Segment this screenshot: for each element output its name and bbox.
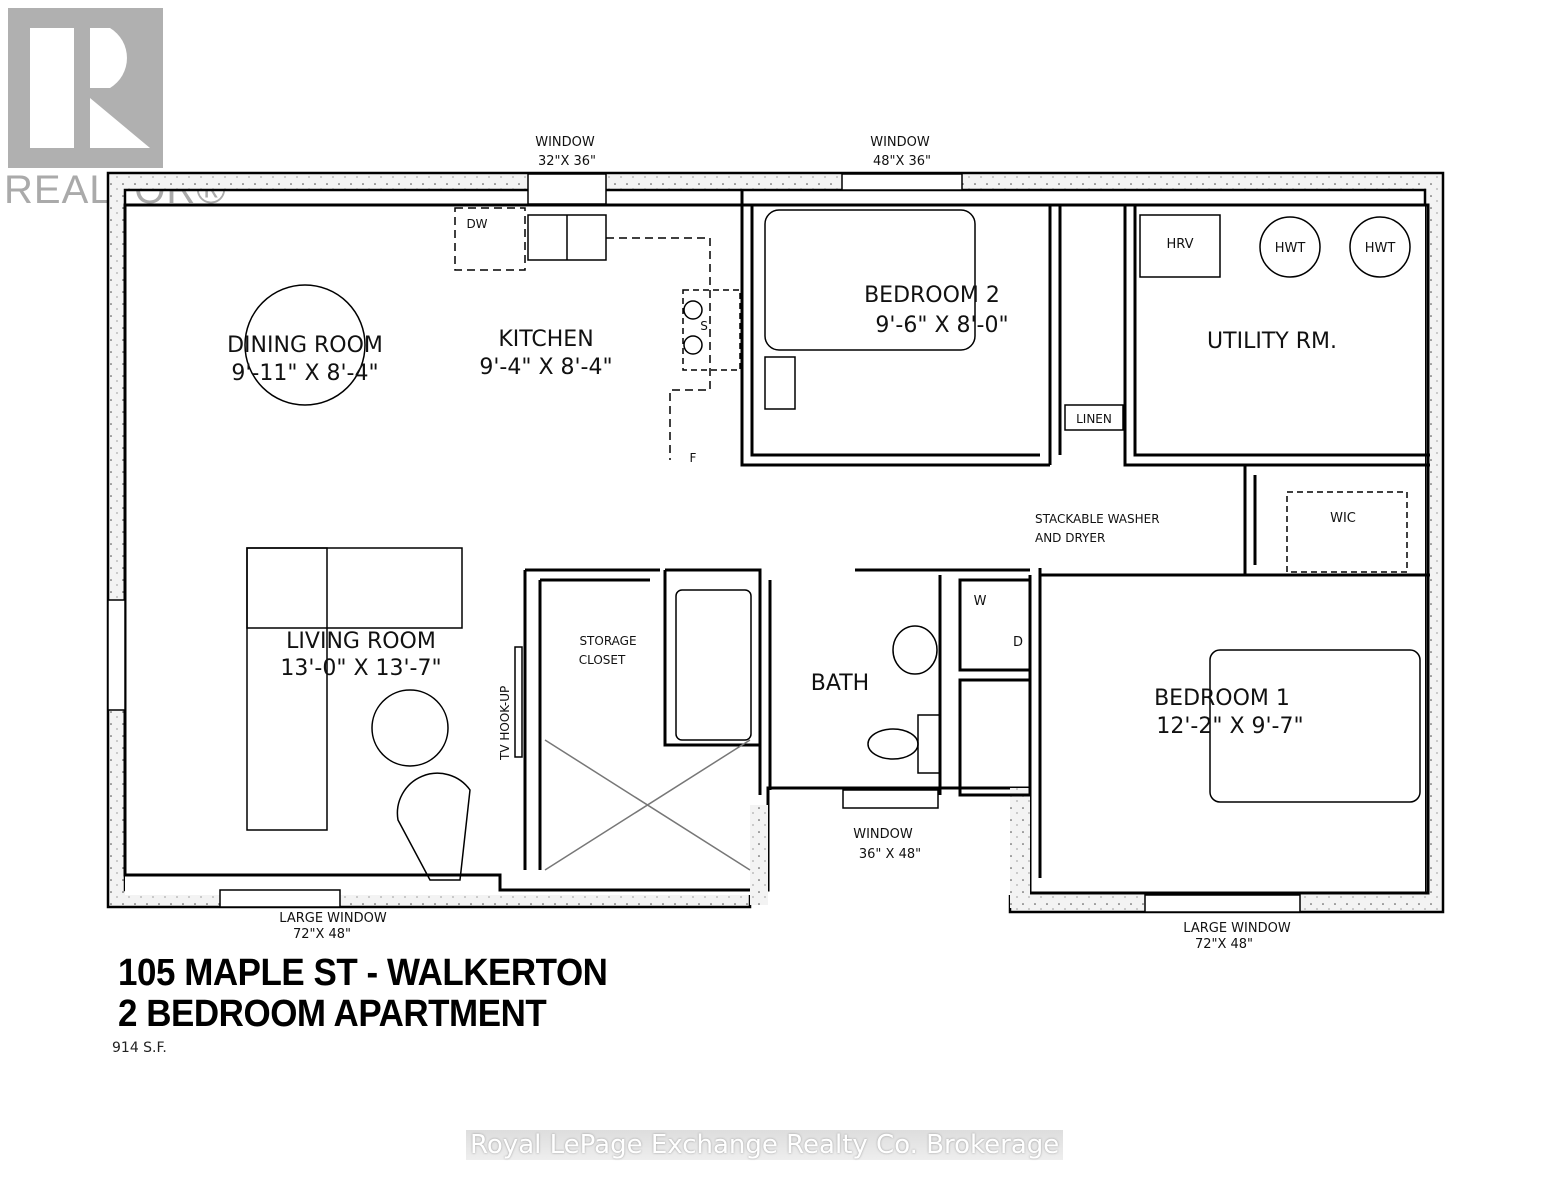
hwt-label-1: HWT — [1275, 241, 1306, 256]
tv-hookup-label: TV HOOK-UP — [498, 686, 512, 761]
square-footage: 914 S.F. — [112, 1040, 167, 1056]
window-living-size: 72"X 48" — [293, 927, 351, 942]
brokerage-watermark: Royal LePage Exchange Realty Co. Brokera… — [466, 1130, 1064, 1160]
utility-room-name: UTILITY RM. — [1207, 329, 1337, 354]
window-bedroom2-label: WINDOW — [870, 135, 930, 150]
fridge-label: F — [690, 451, 697, 465]
storage-label-2: CLOSET — [579, 653, 626, 667]
window-kitchen-label: WINDOW — [535, 135, 595, 150]
window-living-label: LARGE WINDOW — [279, 911, 387, 926]
bedroom1-dims: 12'-2" X 9'-7" — [1156, 714, 1303, 739]
bedroom1-name: BEDROOM 1 — [1154, 686, 1290, 711]
title-unit: 2 BEDROOM APARTMENT — [118, 993, 547, 1035]
laundry-label-1: STACKABLE WASHER — [1035, 512, 1160, 526]
window-bedroom2-size: 48"X 36" — [873, 154, 931, 169]
window-bath-size: 36" X 48" — [859, 847, 921, 862]
kitchen-dims: 9'-4" X 8'-4" — [479, 355, 612, 380]
window-bedroom1-size: 72"X 48" — [1195, 937, 1253, 952]
hrv-label: HRV — [1167, 237, 1194, 252]
living-room-dims: 13'-0" X 13'-7" — [280, 656, 441, 681]
dryer-label: D — [1013, 635, 1023, 650]
living-room-name: LIVING ROOM — [286, 629, 436, 654]
dining-room-dims: 9'-11" X 8'-4" — [231, 361, 378, 386]
window-bath-label: WINDOW — [853, 827, 913, 842]
sink-label: S — [700, 319, 708, 333]
title-address: 105 MAPLE ST - WALKERTON — [118, 952, 608, 994]
wic-label: WIC — [1330, 511, 1356, 526]
hwt-label-2: HWT — [1365, 241, 1396, 256]
windows — [107, 173, 1301, 913]
realtor-logo — [0, 8, 170, 182]
kitchen-name: KITCHEN — [498, 327, 593, 352]
interior-walls — [523, 190, 1430, 878]
laundry-label-2: AND DRYER — [1035, 531, 1105, 545]
washer-label: W — [974, 594, 987, 609]
dishwasher-label: DW — [466, 217, 487, 231]
room-labels: WINDOW 32"X 36" WINDOW 48"X 36" WINDOW 3… — [227, 135, 1395, 952]
window-kitchen-size: 32"X 36" — [538, 154, 596, 169]
fixtures — [244, 207, 1421, 881]
storage-label-1: STORAGE — [579, 634, 636, 648]
bath-name: BATH — [811, 671, 869, 696]
window-bedroom1-label: LARGE WINDOW — [1183, 921, 1291, 936]
exterior-walls — [106, 171, 1445, 914]
linen-label: LINEN — [1076, 412, 1112, 426]
bedroom2-dims: 9'-6" X 8'-0" — [875, 313, 1008, 338]
dining-room-name: DINING ROOM — [227, 333, 383, 358]
bedroom2-name: BEDROOM 2 — [864, 283, 1000, 308]
